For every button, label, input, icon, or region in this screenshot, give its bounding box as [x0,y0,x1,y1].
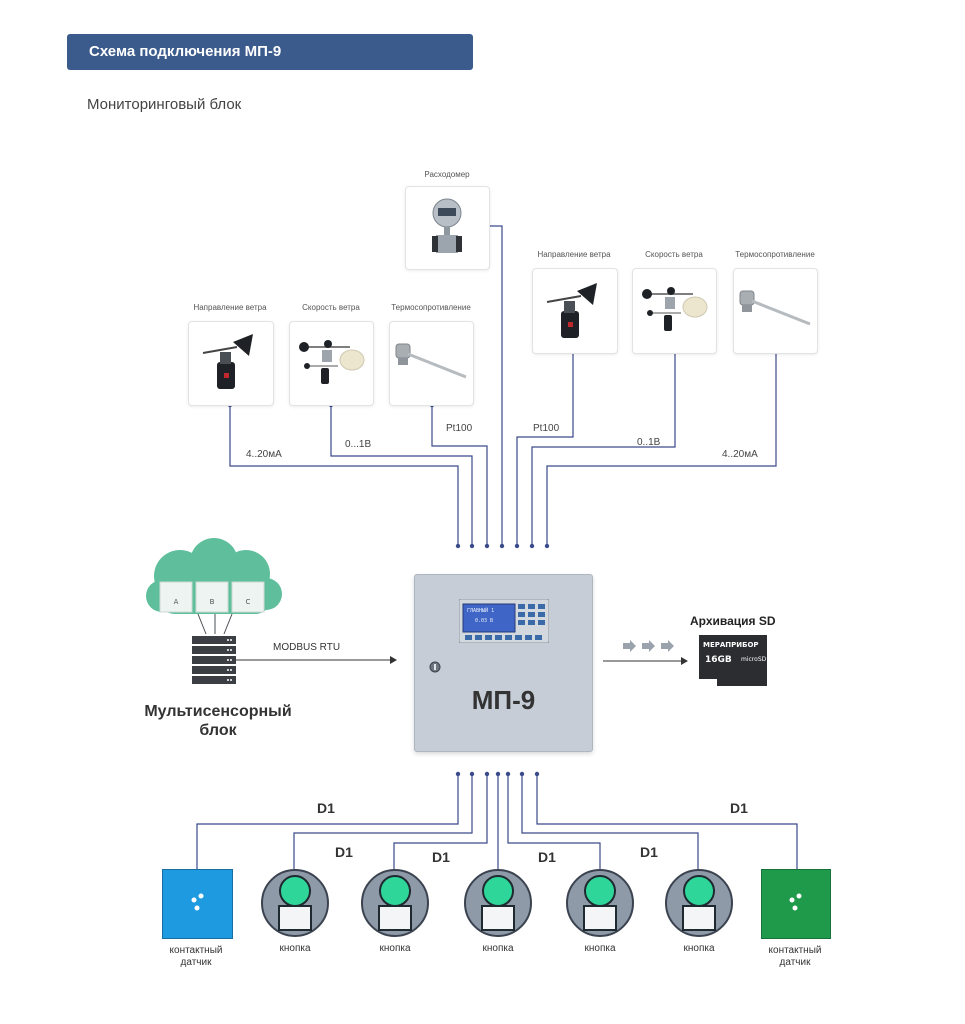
label-line: контактный [768,945,822,956]
contact-sensor-right [761,869,831,939]
push-button-label: кнопка [279,943,311,954]
multisensor-line1: Мультисенсорный [144,703,292,720]
d1-label: D1 [640,844,658,860]
cloud-cell-label: C [245,598,251,606]
contact-sensor-left [162,869,233,939]
d1-label: D1 [538,849,556,865]
lock-icon [429,661,441,673]
multisensor-label: Мультисенсорный блок [120,702,316,740]
anemometer-icon [642,287,708,331]
push-button-label: кнопка [482,943,514,954]
push-button [260,868,330,942]
multisensor-line2: блок [199,722,237,739]
sd-brand: МЕРАПРИБОР [703,641,759,649]
signal-label: 0...1В [345,439,372,450]
flowmeter-card [405,186,490,270]
modbus-label: MODBUS RTU [273,642,341,653]
lamp-button-icon [261,869,329,937]
push-button-label: кнопка [683,943,715,954]
d1-label: D1 [432,849,450,865]
sensor-card [289,321,374,406]
flowmeter-icon [432,198,462,253]
signal-label: 4..20мА [722,449,758,460]
sd-card-icon: МЕРАПРИБОР 16GB microSD [697,633,769,688]
push-button [664,868,734,942]
push-button-label: кнопка [584,943,616,954]
sensor-card [389,321,474,406]
sensor-card [632,268,717,354]
signal-label: 0..1В [637,437,661,448]
page-subtitle: Мониторинговый блок [87,96,242,113]
signal-label: Pt100 [446,423,473,434]
sensor-dots-icon [789,893,802,911]
sensor-label: Направление ветра [193,303,267,312]
push-button-label: кнопка [379,943,411,954]
contact-sensor-left-label: контактный датчик [152,945,240,969]
lamp-button-icon [361,869,429,937]
control-panel [459,599,549,643]
cabinet-name: МП-9 [471,685,536,715]
label-line: датчик [180,957,212,968]
push-button [360,868,430,942]
signal-label: Pt100 [533,423,560,434]
cloud-cell-label: B [209,598,215,606]
thermistor-icon [395,343,467,379]
d1-label: D1 [730,800,748,816]
page-title: Схема подключения МП-9 [89,43,282,60]
wind-vane-icon [546,283,597,338]
sensor-dots-icon [191,893,204,911]
thermistor-icon [739,290,811,326]
cloud-cell-label: A [173,598,179,606]
sensor-label: Термосопротивление [735,250,815,259]
sensor-label: Скорость ветра [645,250,703,259]
d1-label: D1 [335,844,353,860]
sd-capacity: 16GB [705,655,732,665]
anemometer-icon [299,340,365,384]
lamp-button-icon [566,869,634,937]
header-banner: Схема подключения МП-9 [67,34,473,70]
wind-vane-icon [202,334,253,389]
lamp-button-icon [665,869,733,937]
display-line1: ГЛАВНЫЙ 1 [467,608,495,614]
signal-label: 4..20мА [246,449,282,460]
label-line: датчик [779,957,811,968]
sensor-card [532,268,618,354]
sd-type: microSD [741,656,767,663]
contact-sensor-right-label: контактный датчик [751,945,839,969]
flowmeter-label: Расходомер [424,170,470,179]
sensor-card [733,268,818,354]
lamp-button-icon [464,869,532,937]
display-line2: 0.03 В [475,618,494,624]
label-line: контактный [169,945,223,956]
mp9-cabinet: ГЛАВНЫЙ 1 0.03 В МП-9 [414,574,593,752]
sensor-label: Направление ветра [537,250,611,259]
push-button [463,868,533,942]
sensor-card [188,321,274,406]
push-button [565,868,635,942]
sd-archive-title: Архивация SD [690,614,776,628]
cloud-server-icon [146,538,282,684]
sensor-label: Термосопротивление [391,303,471,312]
sensor-label: Скорость ветра [302,303,360,312]
d1-label: D1 [317,800,335,816]
